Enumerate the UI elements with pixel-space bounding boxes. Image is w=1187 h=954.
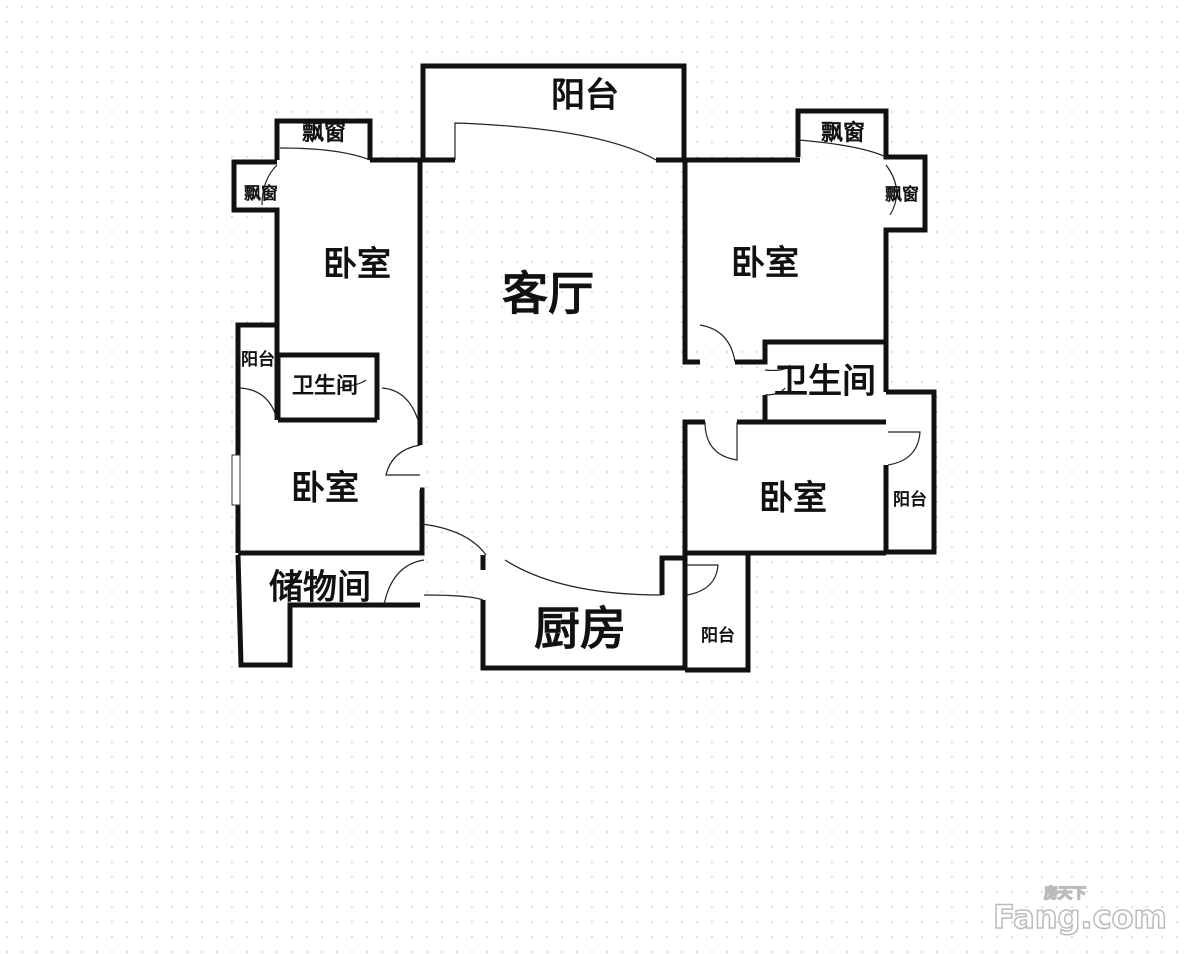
walls bbox=[231, 63, 937, 673]
label-top-balcony: 阳台 bbox=[551, 76, 619, 116]
label-bathroom-right: 卫生间 bbox=[774, 362, 876, 402]
label-bay-window-top-left: 飘窗 bbox=[302, 120, 346, 146]
label-bedroom-bottom-left: 卧室 bbox=[291, 469, 359, 509]
room-labels: 客厅 阳台 卧室 飘窗 飘窗 阳台 卫生间 卧室 储物间 厨房 阳台 卧室 飘窗… bbox=[241, 76, 927, 656]
label-kitchen: 厨房 bbox=[534, 602, 626, 656]
fang-watermark-logo: 房天下 Fang.com bbox=[992, 884, 1167, 937]
label-balcony-right: 阳台 bbox=[893, 489, 927, 510]
label-bay-window-top-right: 飘窗 bbox=[821, 120, 865, 146]
door-swings bbox=[231, 122, 921, 606]
label-living-room: 客厅 bbox=[502, 267, 594, 321]
label-balcony-kitchen: 阳台 bbox=[701, 625, 735, 646]
label-bedroom-top-right: 卧室 bbox=[731, 244, 799, 284]
label-bedroom-top-left: 卧室 bbox=[323, 245, 391, 285]
label-balcony-left: 阳台 bbox=[241, 349, 275, 370]
watermark-en: Fang.com bbox=[993, 898, 1167, 936]
label-bathroom-left: 卫生间 bbox=[292, 374, 358, 399]
watermark-cn: 房天下 bbox=[1044, 885, 1086, 902]
window-icon bbox=[231, 454, 241, 506]
room-fills bbox=[234, 66, 934, 670]
label-bay-window-right: 飘窗 bbox=[885, 184, 919, 205]
label-bedroom-bottom-right: 卧室 bbox=[759, 479, 827, 519]
label-storage: 储物间 bbox=[269, 568, 371, 608]
label-bay-window-left: 飘窗 bbox=[244, 183, 278, 204]
